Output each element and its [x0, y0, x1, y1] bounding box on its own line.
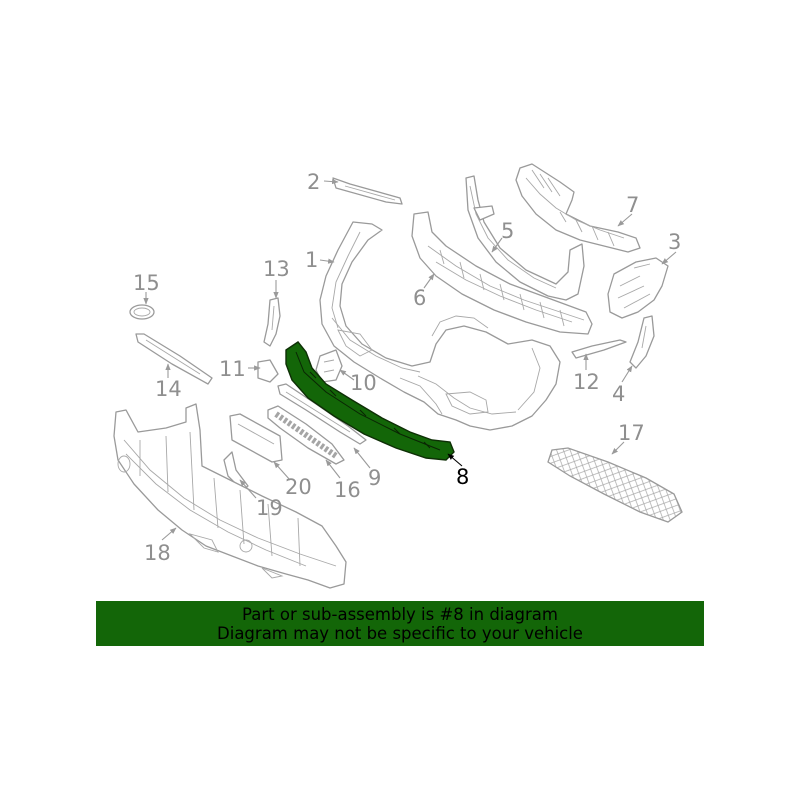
callout-1[interactable]: 1 — [305, 248, 318, 272]
banner-line-disclaimer: Diagram may not be specific to your vehi… — [217, 624, 583, 643]
callout-2[interactable]: 2 — [307, 170, 320, 194]
callout-16[interactable]: 16 — [334, 478, 361, 502]
callout-14[interactable]: 14 — [155, 377, 182, 401]
callout-20[interactable]: 20 — [285, 475, 312, 499]
callout-3[interactable]: 3 — [668, 230, 681, 254]
banner-line-part: Part or sub-assembly is #8 in diagram — [242, 605, 558, 624]
callout-9[interactable]: 9 — [368, 466, 381, 490]
part-17-mesh-grille — [547, 447, 683, 523]
callout-12[interactable]: 12 — [573, 370, 600, 394]
part-5-support-arm — [465, 175, 585, 301]
callout-17[interactable]: 17 — [618, 421, 645, 445]
part-9-trim-strip — [277, 383, 367, 445]
part-6-upper-absorber — [411, 211, 593, 335]
part-8-shape — [285, 341, 455, 461]
callout-10[interactable]: 10 — [350, 371, 377, 395]
callout-5[interactable]: 5 — [501, 219, 514, 243]
part-4-small-bracket — [629, 315, 655, 369]
callout-15[interactable]: 15 — [133, 271, 160, 295]
callout-6[interactable]: 6 — [413, 286, 426, 310]
part-2-bracket-strip — [332, 177, 403, 205]
callout-4[interactable]: 4 — [612, 382, 625, 406]
part-12-molding-strip — [571, 339, 627, 359]
part-14-lower-molding — [135, 333, 213, 385]
callout-8[interactable]: 8 — [456, 465, 469, 489]
leader-lines — [143, 178, 677, 541]
callout-19[interactable]: 19 — [256, 496, 283, 520]
part-20-license-bracket — [229, 413, 283, 463]
callout-11[interactable]: 11 — [219, 357, 246, 381]
part-13-vertical-bracket — [263, 297, 281, 347]
part-8-lower-spoiler-highlighted — [285, 341, 455, 461]
part-1-bumper-cover — [319, 221, 561, 431]
part-10-sensor-bracket — [315, 349, 343, 383]
part-3-side-bracket — [607, 257, 669, 319]
callout-labels: 2 1 13 15 6 5 7 3 11 10 14 12 4 17 8 9 2… — [133, 170, 681, 565]
part-15-emblem — [129, 304, 155, 320]
part-18-reinforcement-beam — [113, 403, 347, 589]
callout-7[interactable]: 7 — [626, 193, 639, 217]
info-banner: Part or sub-assembly is #8 in diagram Di… — [96, 601, 704, 646]
part-7-grille-bracket — [515, 163, 641, 253]
callout-18[interactable]: 18 — [144, 541, 171, 565]
part-11-clip-bracket — [257, 359, 279, 383]
callout-13[interactable]: 13 — [263, 257, 290, 281]
part-16-grille-insert — [267, 405, 345, 465]
